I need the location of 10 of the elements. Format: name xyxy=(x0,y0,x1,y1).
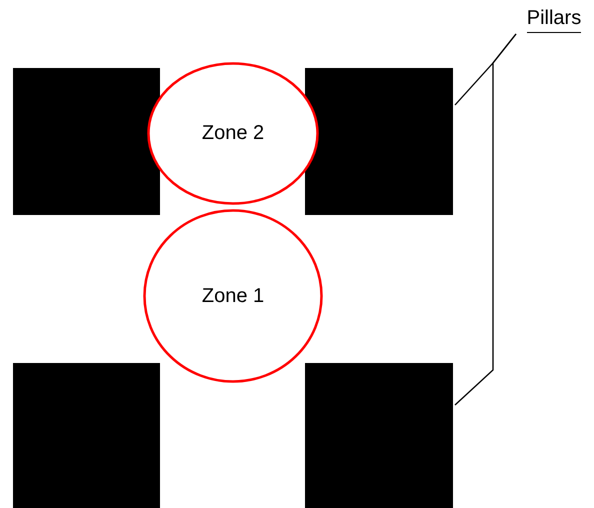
zone-label: Zone 2 xyxy=(202,122,264,145)
zone-circle xyxy=(143,209,323,383)
pillar-square xyxy=(13,363,160,508)
pillar-square xyxy=(305,363,453,508)
zone-label: Zone 1 xyxy=(202,284,264,308)
leader-line xyxy=(454,34,516,406)
callout-label: Pillars xyxy=(526,7,582,33)
pillar-square xyxy=(13,68,160,215)
pillar-square xyxy=(305,68,453,215)
zone-circle xyxy=(147,62,319,205)
